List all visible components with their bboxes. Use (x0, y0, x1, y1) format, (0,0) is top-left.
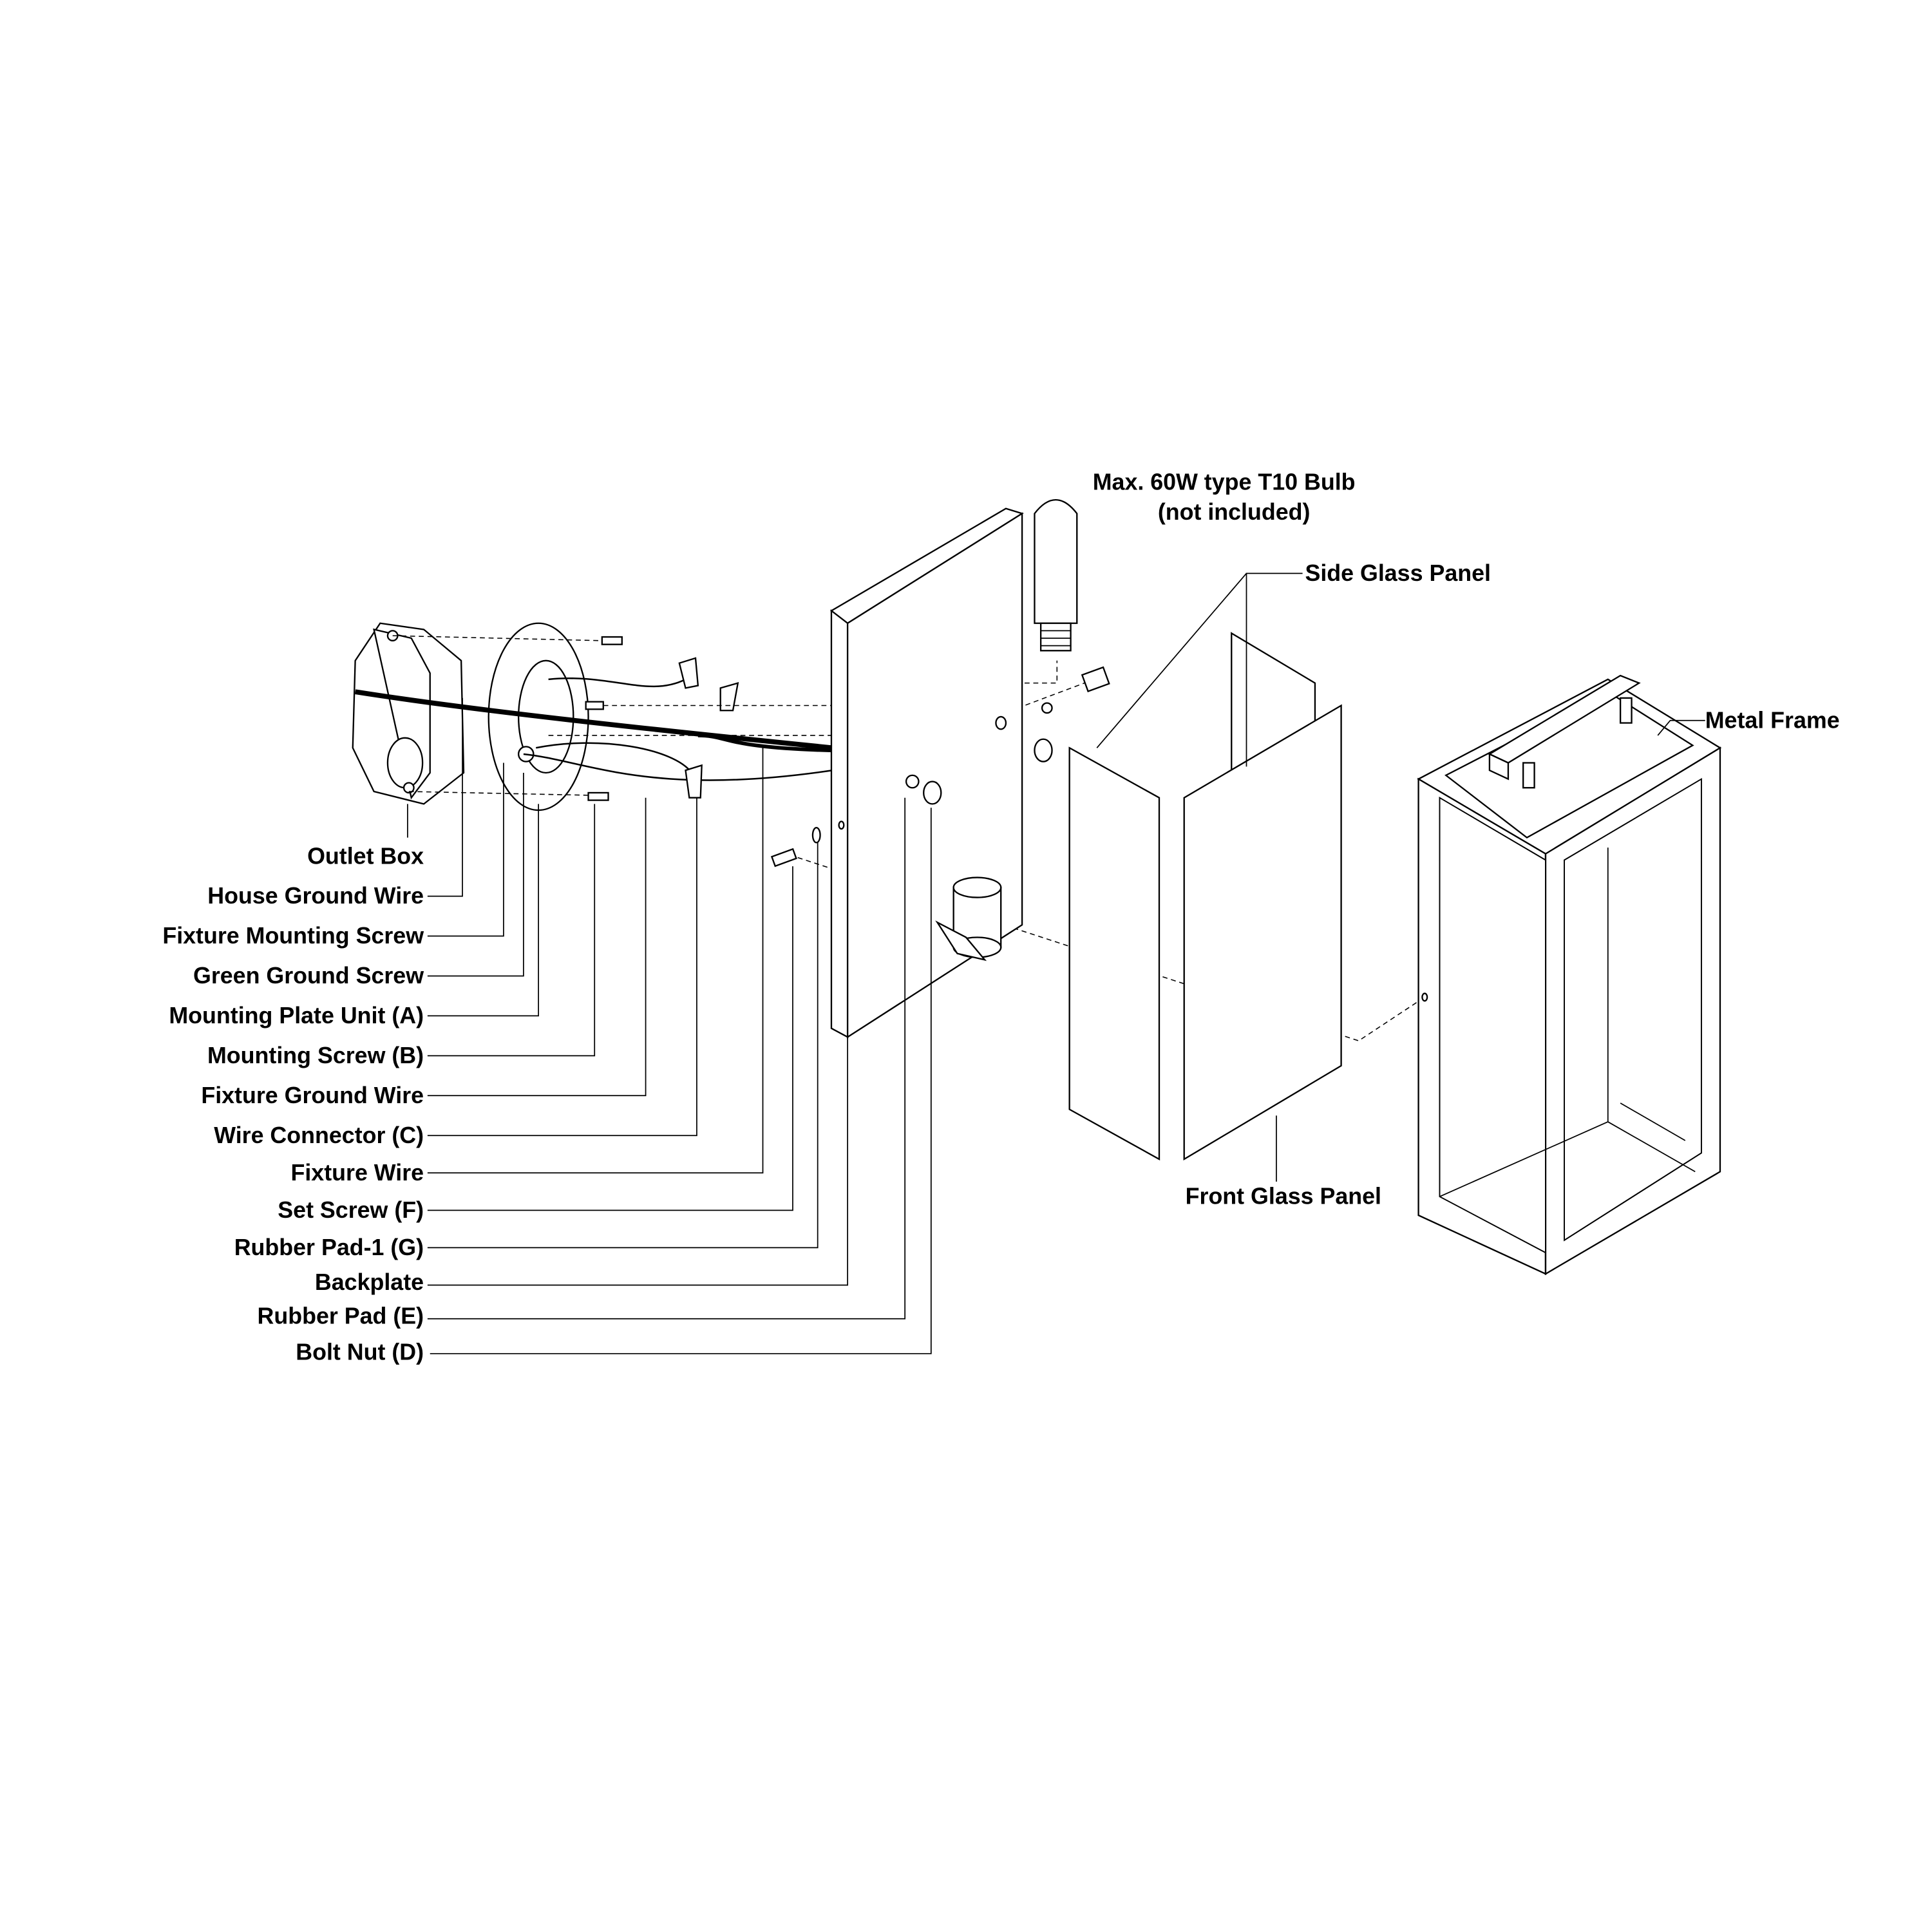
label-side-glass-panel: Side Glass Panel (1305, 560, 1491, 586)
label-mounting-plate-unit: Mounting Plate Unit (A) (169, 1003, 424, 1028)
glass-panels (1068, 632, 1342, 1161)
screws (585, 636, 821, 867)
left-callout-labels: Outlet Box House Ground Wire Fixture Mou… (162, 843, 424, 1365)
label-fixture-ground-wire: Fixture Ground Wire (201, 1083, 424, 1108)
label-set-screw: Set Screw (F) (278, 1197, 424, 1223)
outlet-box (352, 622, 465, 805)
bulb (1034, 498, 1078, 652)
wire-connector (719, 682, 739, 712)
backplate (829, 507, 1110, 1039)
side-glass-panel (1068, 746, 1160, 1160)
label-green-ground-screw: Green Ground Screw (193, 963, 424, 989)
label-metal-frame: Metal Frame (1705, 707, 1840, 733)
callout-leaders (407, 573, 1705, 1354)
front-glass-panel (1183, 704, 1342, 1161)
label-rubber-pad: Rubber Pad (E) (258, 1303, 424, 1329)
socket (935, 876, 1002, 961)
label-fixture-wire: Fixture Wire (291, 1160, 424, 1186)
label-fixture-mounting-screw: Fixture Mounting Screw (162, 923, 424, 949)
wire-connector (685, 764, 703, 799)
label-bulb-spec: Max. 60W type T10 Bulb (1093, 469, 1356, 495)
label-rubber-pad-1: Rubber Pad-1 (G) (234, 1235, 424, 1260)
metal-frame (1417, 674, 1722, 1276)
wire-connector (678, 657, 699, 689)
label-house-ground-wire: House Ground Wire (207, 883, 424, 909)
label-front-glass-panel: Front Glass Panel (1186, 1184, 1381, 1209)
label-outlet-box: Outlet Box (307, 843, 424, 869)
label-mounting-screw: Mounting Screw (B) (207, 1043, 424, 1068)
label-wire-connector: Wire Connector (C) (214, 1122, 424, 1148)
label-bulb-note: (not included) (1158, 499, 1311, 525)
label-bolt-nut: Bolt Nut (D) (296, 1340, 424, 1365)
label-backplate: Backplate (315, 1269, 424, 1295)
